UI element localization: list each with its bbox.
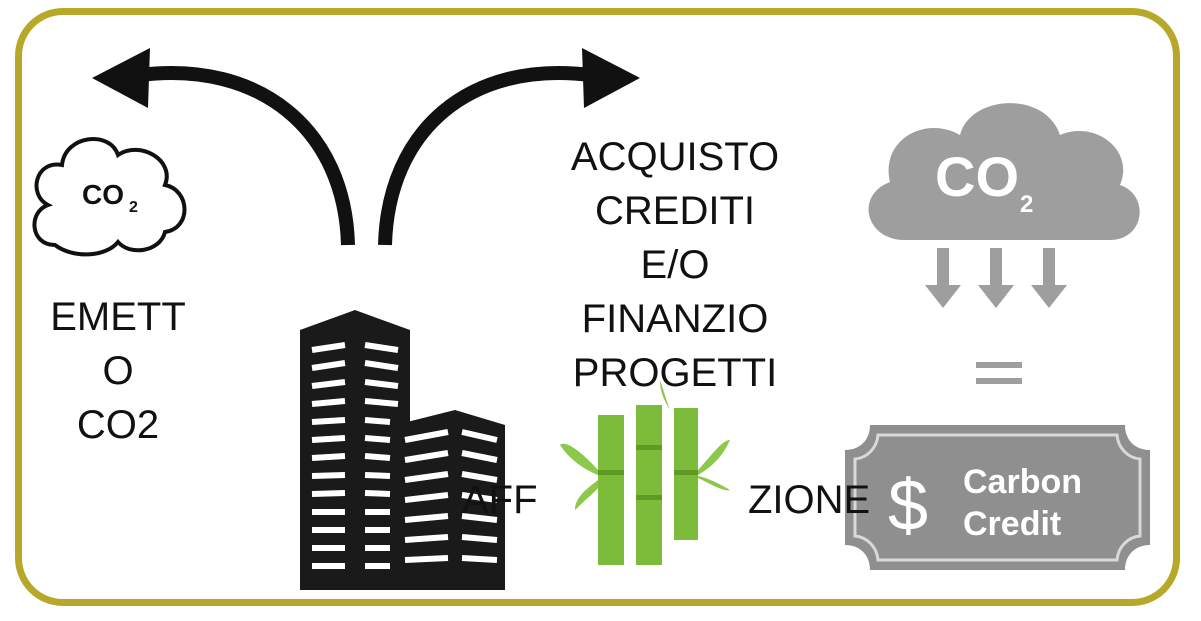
purchase-line-2: CREDITI xyxy=(595,189,755,233)
grey-cloud-text: CO xyxy=(935,145,1019,208)
left-curved-arrow xyxy=(92,48,355,246)
small-cloud-text: CO xyxy=(82,179,124,210)
purchase-line-4: FINANZIO xyxy=(581,297,769,341)
carbon-text: Carbon xyxy=(963,463,1082,501)
emission-line-2: O xyxy=(102,349,134,393)
purchase-line-3: E/O xyxy=(640,243,710,287)
emission-line-3: CO2 xyxy=(76,403,160,447)
co2-cloud-outline-icon: CO 2 xyxy=(32,137,187,257)
equals-icon xyxy=(976,362,1022,384)
carbon-credit-ticket-icon: $ Carbon Credit xyxy=(845,425,1150,570)
co2-cloud-grey-icon: CO 2 xyxy=(868,103,1140,240)
grey-cloud-subscript: 2 xyxy=(1020,191,1033,218)
emission-line-1: EMETT xyxy=(50,295,186,339)
bamboo-icon xyxy=(560,380,730,565)
office-buildings-icon xyxy=(300,310,505,590)
dollar-sign: $ xyxy=(888,466,928,546)
small-cloud-subscript: 2 xyxy=(129,199,138,216)
afforestation-label-right: ZIONE xyxy=(748,478,871,522)
afforestation-label-left: AFF xyxy=(462,478,538,522)
rounded-frame xyxy=(15,8,1180,606)
purchase-line-5: PROGETTI xyxy=(572,351,778,395)
emission-label: EMETT O CO2 xyxy=(28,290,208,452)
down-arrows-icon xyxy=(925,248,1067,308)
right-curved-arrow xyxy=(378,48,640,246)
purchase-line-1: ACQUISTO xyxy=(570,135,780,179)
credit-text: Credit xyxy=(963,505,1061,543)
purchase-label: ACQUISTO CREDITI E/O FINANZIO PROGETTI xyxy=(540,130,810,400)
